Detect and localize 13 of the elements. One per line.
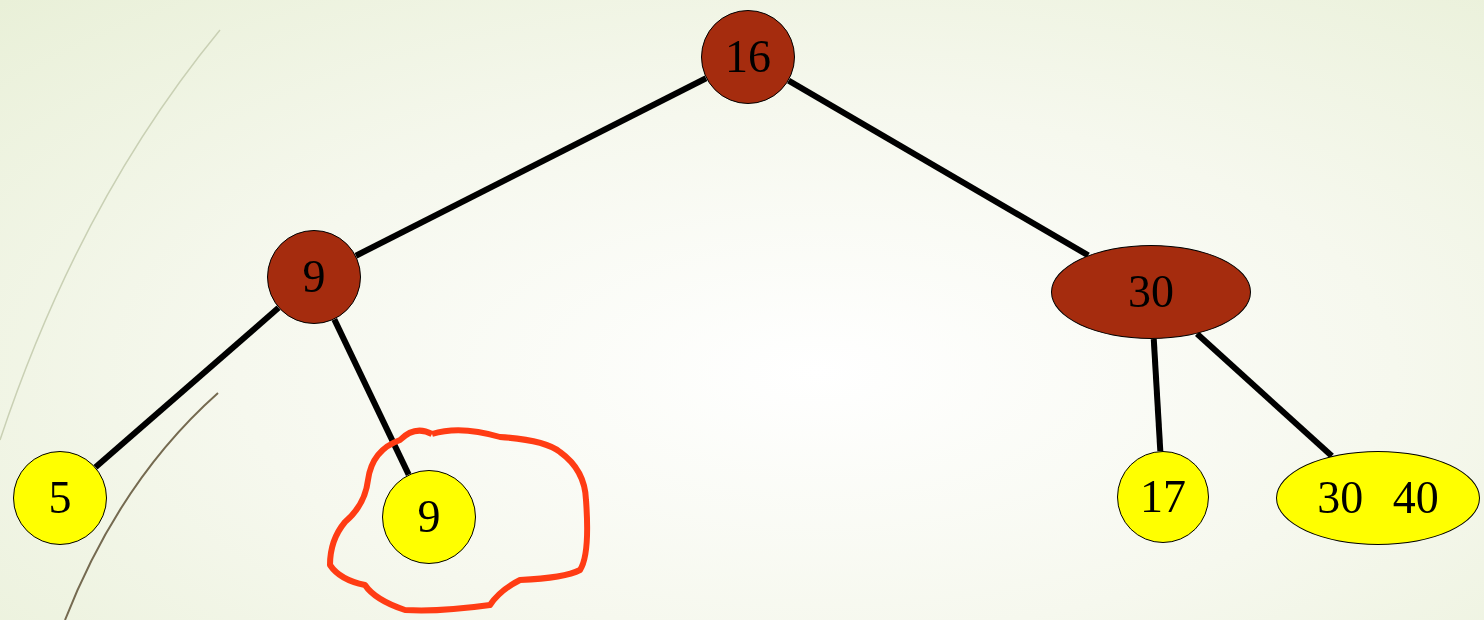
node-value: 5 [48,475,72,521]
node-value: 30 40 [1317,475,1439,521]
tree-edge [93,305,281,470]
tree-edge [1150,338,1164,452]
tree-edge [1194,331,1334,459]
node-value: 9 [302,254,326,300]
node-value: 16 [725,34,771,80]
tree-edge [787,78,1090,258]
node-value: 30 [1128,269,1174,315]
node-value: 9 [417,494,441,540]
node-value: 17 [1140,474,1186,520]
tree-edge [331,318,412,476]
tree-edge [354,75,708,259]
